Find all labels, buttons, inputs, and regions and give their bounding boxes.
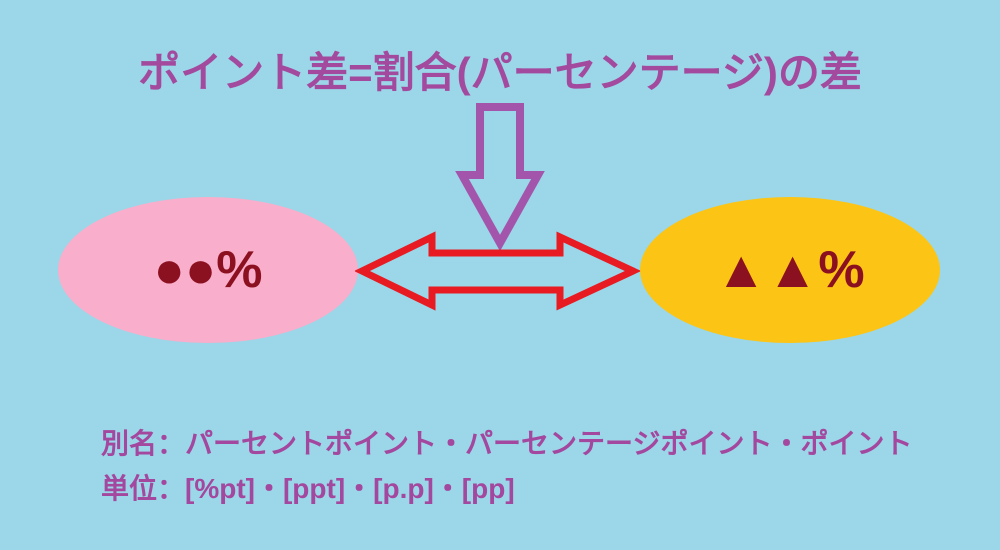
percentage-ellipse-right: ▲▲% bbox=[640, 197, 940, 343]
left-ellipse-label: ●●% bbox=[153, 241, 263, 299]
footnotes: 別名：パーセントポイント・パーセンテージポイント・ポイント 単位：[%pt]・[… bbox=[101, 421, 912, 511]
double-arrow-icon bbox=[355, 231, 642, 311]
percentage-ellipse-left: ●●% bbox=[58, 197, 358, 343]
down-arrow-outline bbox=[455, 103, 545, 251]
page-title: ポイント差=割合(パーセンテージ)の差 bbox=[138, 49, 862, 96]
alias-note: 別名：パーセントポイント・パーセンテージポイント・ポイント bbox=[101, 428, 913, 459]
down-arrow-icon bbox=[455, 103, 545, 251]
unit-note: 単位：[%pt]・[ppt]・[p.p]・[pp] bbox=[101, 473, 515, 504]
double-arrow-outline bbox=[355, 231, 642, 311]
right-ellipse-label: ▲▲% bbox=[715, 241, 865, 299]
